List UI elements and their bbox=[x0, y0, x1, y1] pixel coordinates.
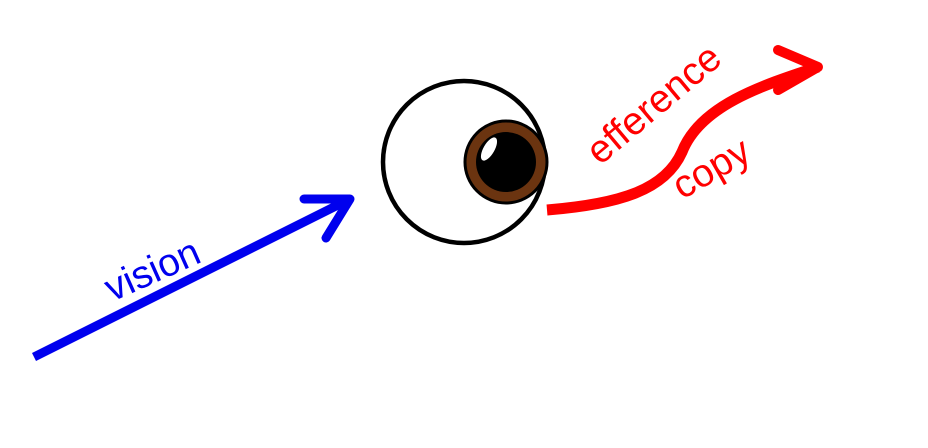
efference-copy-arrow bbox=[546, 45, 823, 216]
pupil-highlight bbox=[480, 137, 498, 161]
vision-arrow-head bbox=[299, 194, 355, 243]
eye-icon bbox=[380, 78, 549, 246]
pupil bbox=[476, 132, 536, 192]
vision-arrow-shaft bbox=[31, 194, 353, 362]
copy-label: copy bbox=[665, 129, 758, 208]
efference-copy-arrow-shaft bbox=[546, 61, 820, 216]
efference-copy-arrow-head bbox=[773, 45, 823, 95]
vision-arrow bbox=[31, 194, 355, 362]
